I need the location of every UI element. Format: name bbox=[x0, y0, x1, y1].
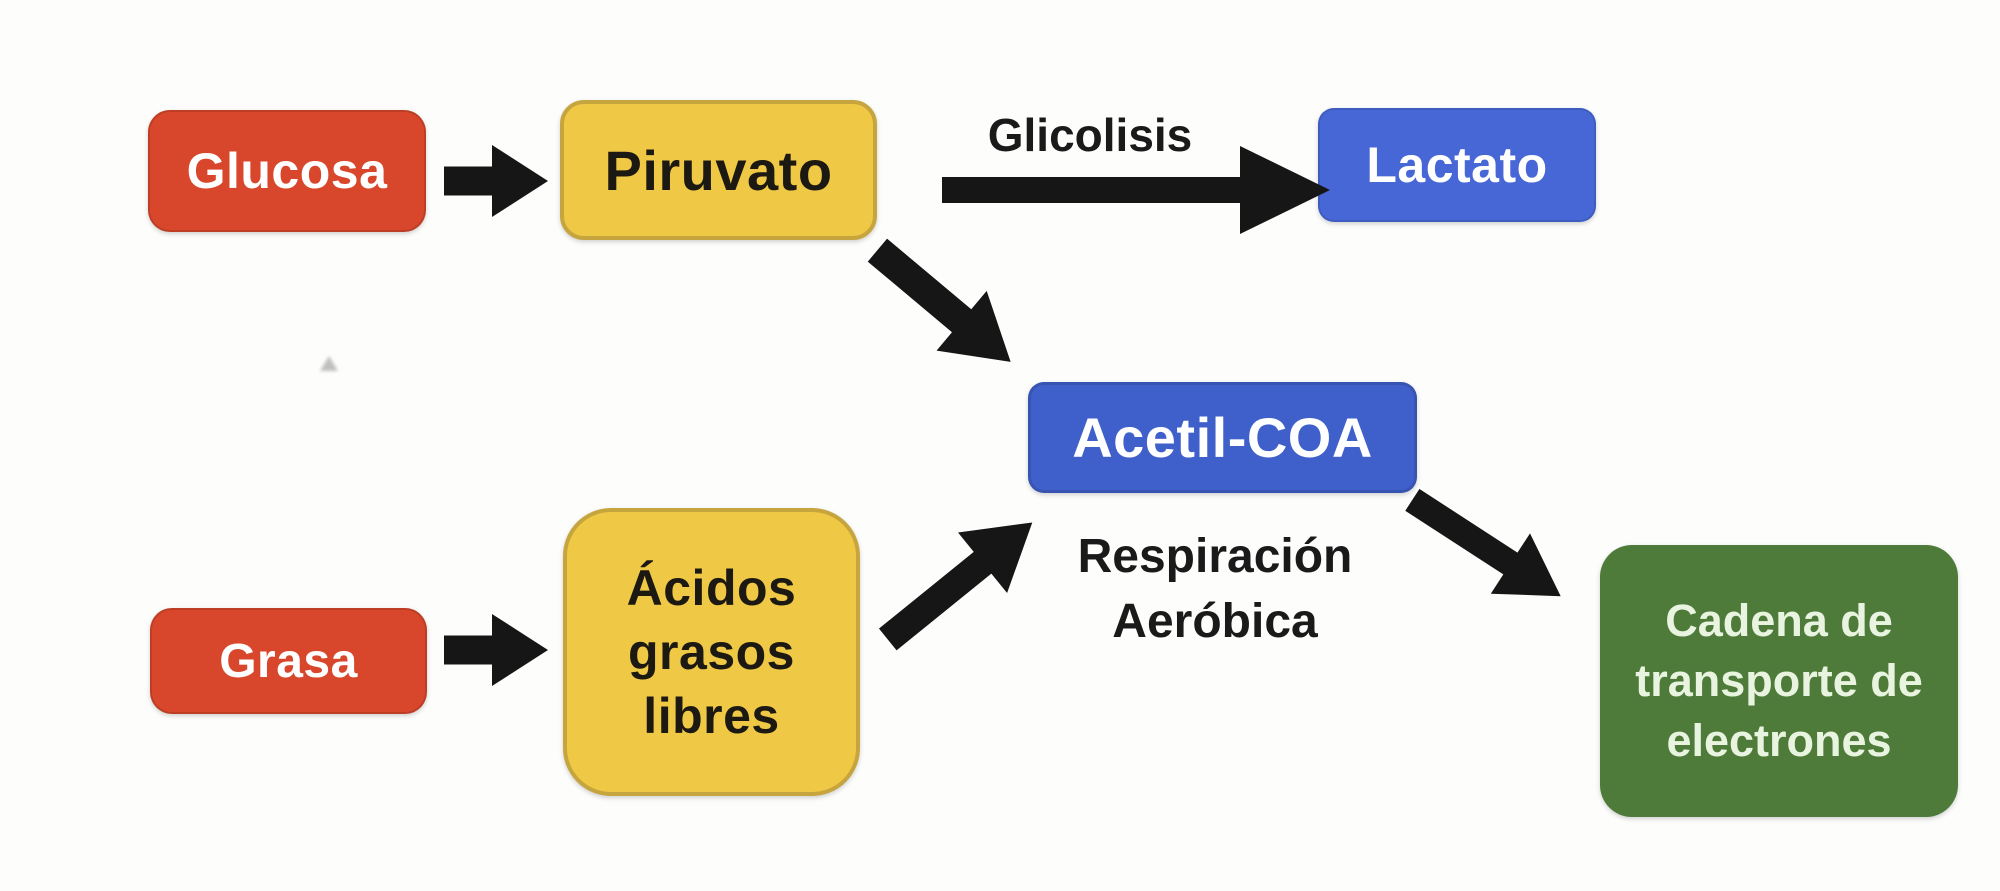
label-glicolisis: Glicolisis bbox=[987, 109, 1193, 161]
node-acidos-line1: Ácidos bbox=[626, 560, 797, 616]
node-grasa-label: Grasa bbox=[219, 634, 358, 688]
node-acetil-coa-label: Acetil-COA bbox=[1072, 406, 1373, 469]
node-acidos-grasos-libres: Ácidos grasos libres bbox=[563, 508, 860, 796]
gray-triangle-artifact bbox=[320, 356, 338, 371]
node-cadena-transporte-electrones: Cadena de transporte de electrones bbox=[1600, 545, 1958, 817]
node-grasa: Grasa bbox=[150, 608, 427, 714]
label-respiracion-line1: Respiración bbox=[1077, 530, 1353, 583]
node-acidos-line3: libres bbox=[643, 688, 780, 744]
arrow-acidos-acetil bbox=[863, 492, 1057, 670]
arrow-piruvato-acetil bbox=[852, 220, 1035, 392]
arrow-grasa-acidos bbox=[444, 614, 548, 686]
node-cadena-line2: transporte de bbox=[1635, 655, 1923, 706]
label-respiracion-aerobica: Respiración Aeróbica bbox=[1015, 524, 1415, 654]
arrow-piruvato-lactato-glicolisis bbox=[942, 146, 1330, 234]
node-piruvato: Piruvato bbox=[560, 100, 877, 240]
node-piruvato-label: Piruvato bbox=[604, 138, 833, 202]
arrow-acetil-cadena bbox=[1392, 470, 1580, 627]
node-cadena-line1: Cadena de bbox=[1665, 595, 1893, 646]
node-cadena-line3: electrones bbox=[1666, 715, 1892, 766]
node-glucosa: Glucosa bbox=[148, 110, 426, 232]
label-respiracion-line2: Aeróbica bbox=[1112, 595, 1318, 648]
node-acetil-coa: Acetil-COA bbox=[1028, 382, 1417, 493]
arrow-glucosa-piruvato bbox=[444, 145, 548, 217]
node-acidos-line2: grasos bbox=[628, 624, 795, 680]
node-lactato-label: Lactato bbox=[1366, 137, 1548, 193]
node-glucosa-label: Glucosa bbox=[186, 143, 388, 199]
node-lactato: Lactato bbox=[1318, 108, 1596, 222]
